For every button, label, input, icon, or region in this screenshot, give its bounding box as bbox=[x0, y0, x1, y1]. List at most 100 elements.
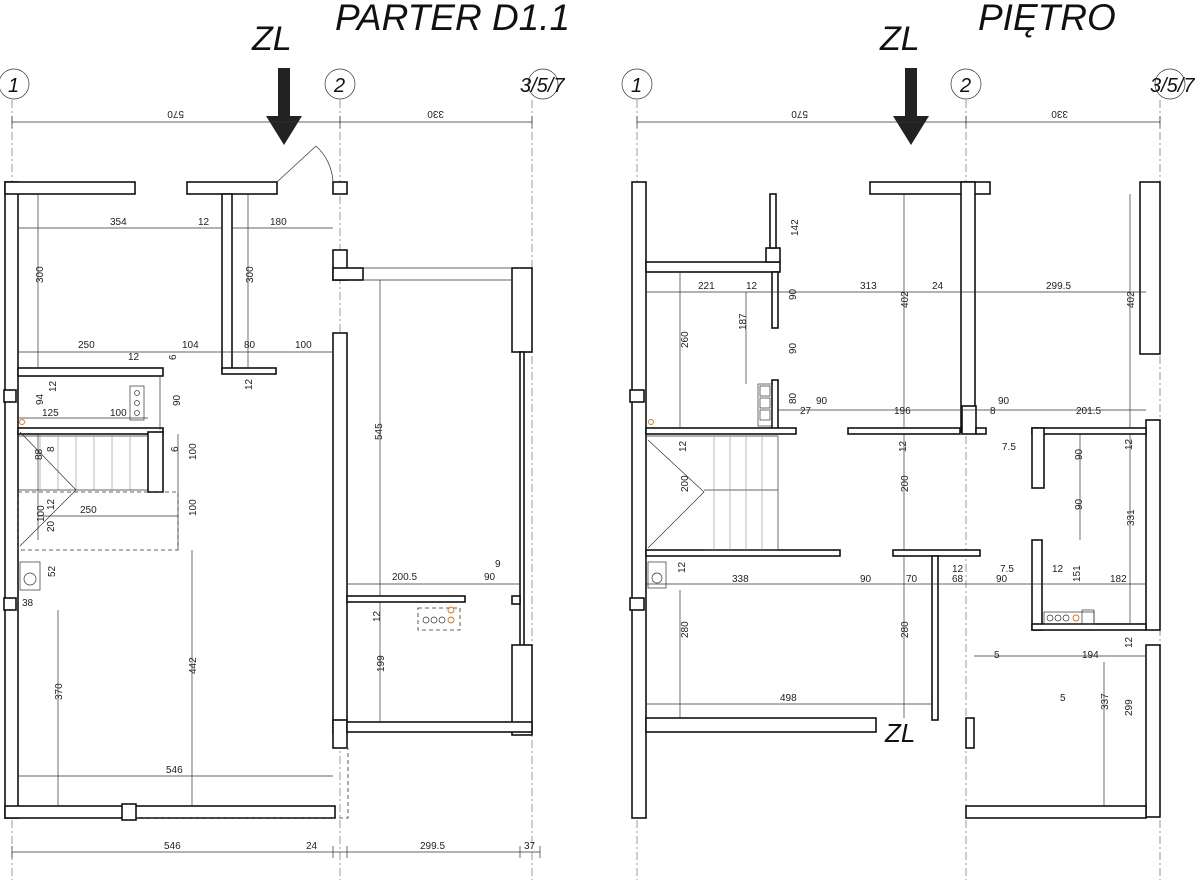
dim-label: 20 bbox=[46, 520, 57, 532]
dim-label: 7.5 bbox=[1000, 564, 1014, 575]
dim-label: 402 bbox=[900, 291, 911, 308]
dim-label: 200 bbox=[680, 475, 691, 492]
dim-label: 337 bbox=[1100, 693, 1111, 710]
dim-label: 338 bbox=[732, 574, 749, 585]
dim-label: 68 bbox=[952, 574, 964, 585]
dim-label: 90 bbox=[860, 574, 872, 585]
installation-box-icon bbox=[757, 383, 773, 427]
dim-label: 125 bbox=[42, 408, 59, 419]
dim-label: 200.5 bbox=[392, 572, 417, 583]
axis-label: 3/5/7 bbox=[520, 75, 565, 97]
dim-label: 200 bbox=[900, 475, 911, 492]
dim-label: 7.5 bbox=[1002, 442, 1016, 453]
dim-label: 90 bbox=[998, 396, 1010, 407]
dim-label: 6 bbox=[168, 354, 179, 360]
dim-label: 194 bbox=[1082, 650, 1099, 661]
dim-label: 570 bbox=[167, 108, 184, 119]
parter-plan: 570 330 bbox=[3, 108, 541, 858]
installation-box-icon bbox=[129, 385, 145, 421]
dim-label: 90 bbox=[484, 572, 496, 583]
dim-label: 570 bbox=[791, 108, 808, 119]
dim-label: 52 bbox=[47, 565, 58, 577]
dim-label: 299.5 bbox=[420, 841, 445, 852]
dim-label: 498 bbox=[780, 693, 797, 704]
dim-label: 90 bbox=[172, 394, 183, 406]
dim-label: 250 bbox=[78, 340, 95, 351]
dim-label: 90 bbox=[788, 288, 799, 300]
dim-label: 199 bbox=[376, 655, 387, 672]
dim-label: 250 bbox=[80, 505, 97, 516]
dim-label: 12 bbox=[198, 217, 210, 228]
zl-label-bottom: ZL bbox=[884, 718, 915, 748]
axis-label: 1 bbox=[8, 75, 19, 97]
dim-label: 12 bbox=[1124, 438, 1135, 450]
dim-label: 8 bbox=[990, 406, 996, 417]
dim-label: 12 bbox=[48, 380, 59, 392]
dim-label: 187 bbox=[738, 313, 749, 330]
dim-label: 90 bbox=[816, 396, 828, 407]
bathroom-fixtures-icon bbox=[1043, 609, 1095, 625]
axis-label: 2 bbox=[333, 75, 345, 97]
marker-icon bbox=[648, 419, 654, 425]
dim-label: 546 bbox=[166, 765, 183, 776]
dim-label: 6 bbox=[170, 446, 181, 452]
dim-label: 24 bbox=[932, 281, 944, 292]
dim-label: 12 bbox=[128, 352, 140, 363]
dim-label: 9 bbox=[495, 559, 501, 570]
dim-label: 100 bbox=[36, 505, 47, 522]
dim-label: 12 bbox=[244, 378, 255, 390]
parter-stairs bbox=[17, 431, 179, 551]
dim-label: 331 bbox=[1126, 509, 1137, 526]
dim-label: 313 bbox=[860, 281, 877, 292]
title-pietro: PIĘTRO bbox=[978, 0, 1116, 38]
dim-label: 100 bbox=[110, 408, 127, 419]
dim-label: 80 bbox=[788, 392, 799, 404]
dim-label: 545 bbox=[374, 423, 385, 440]
dim-label: 70 bbox=[906, 574, 918, 585]
dim-label: 90 bbox=[996, 574, 1008, 585]
dim-label: 196 bbox=[894, 406, 911, 417]
axis-label: 2 bbox=[959, 75, 971, 97]
grid-axis-lines bbox=[11, 100, 1161, 880]
axis-label: 1 bbox=[631, 75, 642, 97]
dim-label: 8 bbox=[46, 446, 57, 452]
dim-label: 100 bbox=[188, 443, 199, 460]
dim-label: 100 bbox=[295, 340, 312, 351]
dim-label: 180 bbox=[270, 217, 287, 228]
dim-label: 182 bbox=[1110, 574, 1127, 585]
dim-label: 94 bbox=[35, 393, 46, 405]
heating-manifold-icon bbox=[417, 606, 461, 631]
dim-label: 402 bbox=[1126, 291, 1137, 308]
dim-label: 201.5 bbox=[1076, 406, 1101, 417]
dim-label: 142 bbox=[790, 219, 801, 236]
dim-label: 37 bbox=[524, 841, 536, 852]
dim-label: 442 bbox=[188, 657, 199, 674]
entrance-arrow-left-icon bbox=[266, 68, 302, 145]
dim-label: 90 bbox=[1074, 448, 1085, 460]
dim-label: 299 bbox=[1124, 699, 1135, 716]
dim-label: 90 bbox=[788, 342, 799, 354]
title-parter: PARTER D1.1 bbox=[335, 0, 570, 38]
zl-label-left: ZL bbox=[251, 20, 292, 58]
dim-label: 330 bbox=[427, 108, 444, 119]
dim-label: 12 bbox=[372, 610, 383, 622]
dim-label: 370 bbox=[54, 683, 65, 700]
dim-label: 80 bbox=[244, 340, 256, 351]
entrance-arrow-right-icon bbox=[893, 68, 929, 145]
washing-machine-icon bbox=[19, 561, 41, 591]
axis-label: 3/5/7 bbox=[1150, 75, 1195, 97]
pietro-stairs bbox=[646, 435, 779, 551]
dim-label: 5 bbox=[1060, 693, 1066, 704]
axis-bubbles-left: 1 2 3/5/7 bbox=[0, 68, 565, 100]
dim-label: 24 bbox=[306, 841, 318, 852]
dim-label: 221 bbox=[698, 281, 715, 292]
dim-label: 300 bbox=[245, 266, 256, 283]
marker-icon bbox=[19, 419, 25, 425]
dim-label: 12 bbox=[46, 498, 57, 510]
dim-label: 5 bbox=[994, 650, 1000, 661]
zl-label-right: ZL bbox=[879, 20, 920, 58]
axis-bubbles-right: 1 2 3/5/7 bbox=[621, 68, 1195, 100]
dim-label: 280 bbox=[900, 621, 911, 638]
dim-label: 12 bbox=[677, 561, 688, 573]
